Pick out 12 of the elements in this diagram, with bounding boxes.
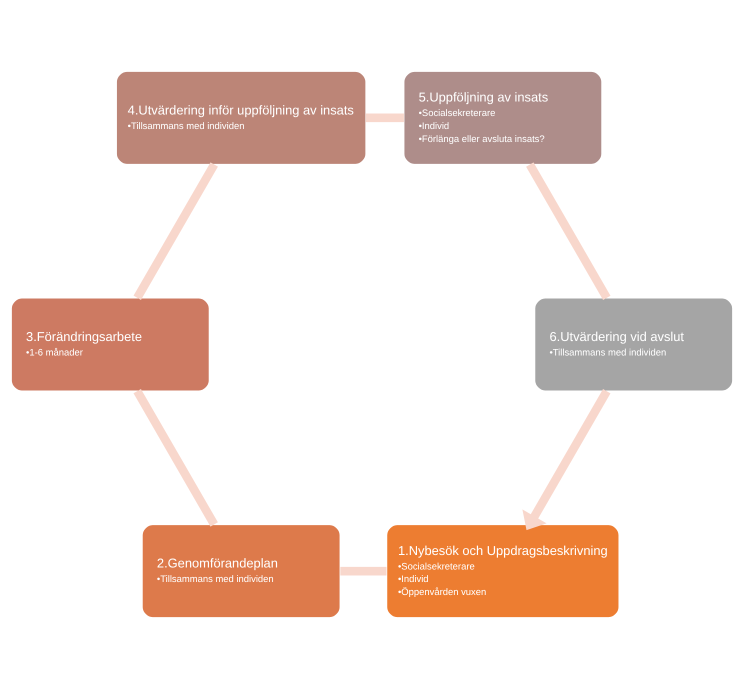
node-box: 2.Genomförandeplan •Tillsammans med individen — [142, 524, 340, 618]
node-box: 3.Förändringsarbete •1-6 månader — [11, 298, 210, 392]
connector — [526, 162, 610, 300]
arrow — [522, 389, 610, 530]
node-box: 1.Nybesök och Uppdragsbeskrivning •Socialsekreterare •Individ •Öppenvården vuxen — [386, 524, 620, 618]
node-box: 4.Utvärdering inför uppföljning av insats •Tillsammans med individen — [116, 71, 366, 165]
connector — [134, 162, 218, 300]
connector — [134, 388, 218, 527]
connector — [366, 114, 404, 122]
connector — [340, 566, 387, 576]
node-box: 5.Uppföljning av insats •Socialsekreterare •Individ •Förlänga eller avsluta insats? — [404, 71, 602, 165]
node-box: 6.Utvärdering vid avslut •Tillsammans med individen — [534, 298, 733, 392]
